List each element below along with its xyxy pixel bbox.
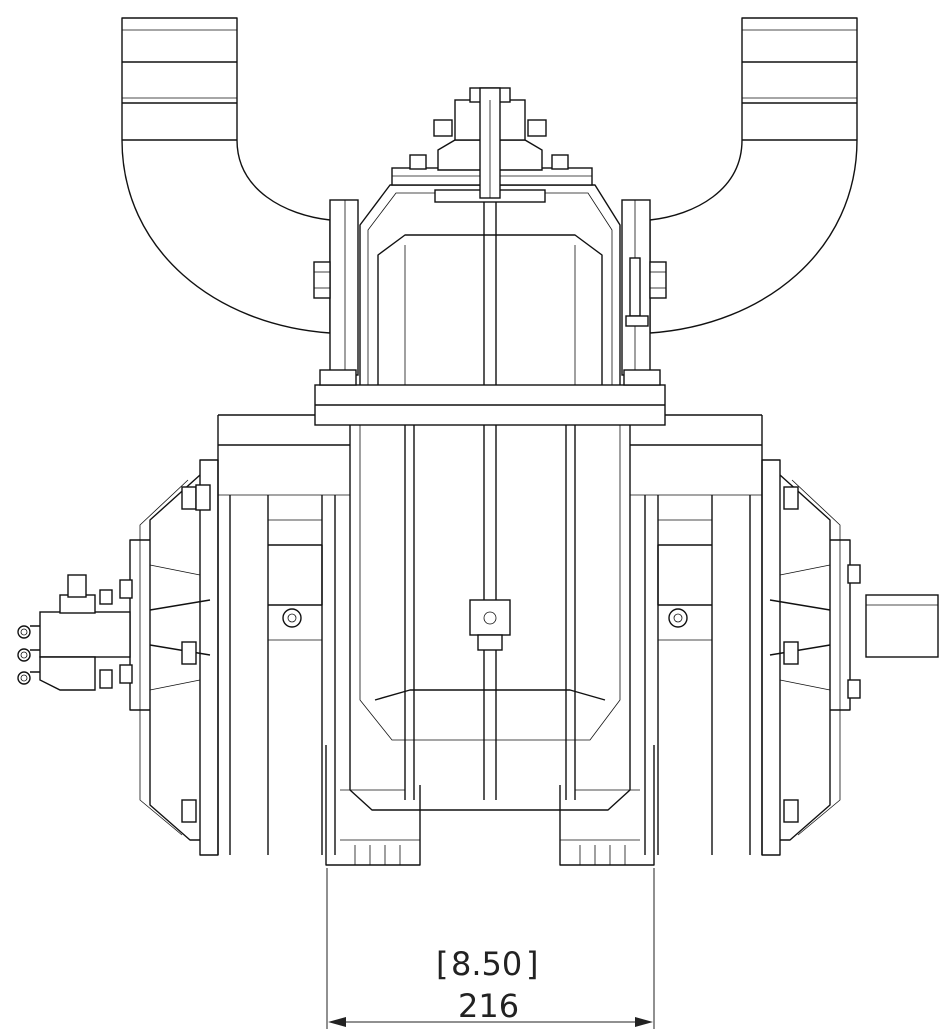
left-mounting-foot <box>325 745 421 866</box>
right-body-ribs <box>644 495 751 855</box>
relief-valve-cap <box>409 87 569 199</box>
left-body-ribs <box>229 495 336 855</box>
left-lube-fitting-assembly <box>17 574 131 691</box>
width-dimension: [ 8.50 ] 216 <box>326 868 655 1029</box>
right-pipe-flange <box>621 199 667 376</box>
left-elbow-pipe <box>121 17 331 334</box>
pump-main-body <box>217 414 763 855</box>
dimension-metric-value: 216 <box>458 987 519 1025</box>
dimension-imperial-value: 8.50 <box>451 945 522 983</box>
right-mounting-foot <box>559 745 655 866</box>
right-elbow-pipe <box>649 17 858 334</box>
dimension-arrow-left <box>328 1017 346 1027</box>
center-crossbar <box>314 369 666 426</box>
valve-housing <box>359 167 621 385</box>
left-end-cover <box>119 459 219 856</box>
dimension-arrow-right <box>635 1017 653 1027</box>
dimension-bracket-open: [ <box>436 945 448 983</box>
left-pipe-flange <box>313 199 359 376</box>
right-end-cover <box>761 459 861 856</box>
drive-shaft <box>865 594 939 658</box>
dimension-bracket-close: ] <box>526 945 538 983</box>
